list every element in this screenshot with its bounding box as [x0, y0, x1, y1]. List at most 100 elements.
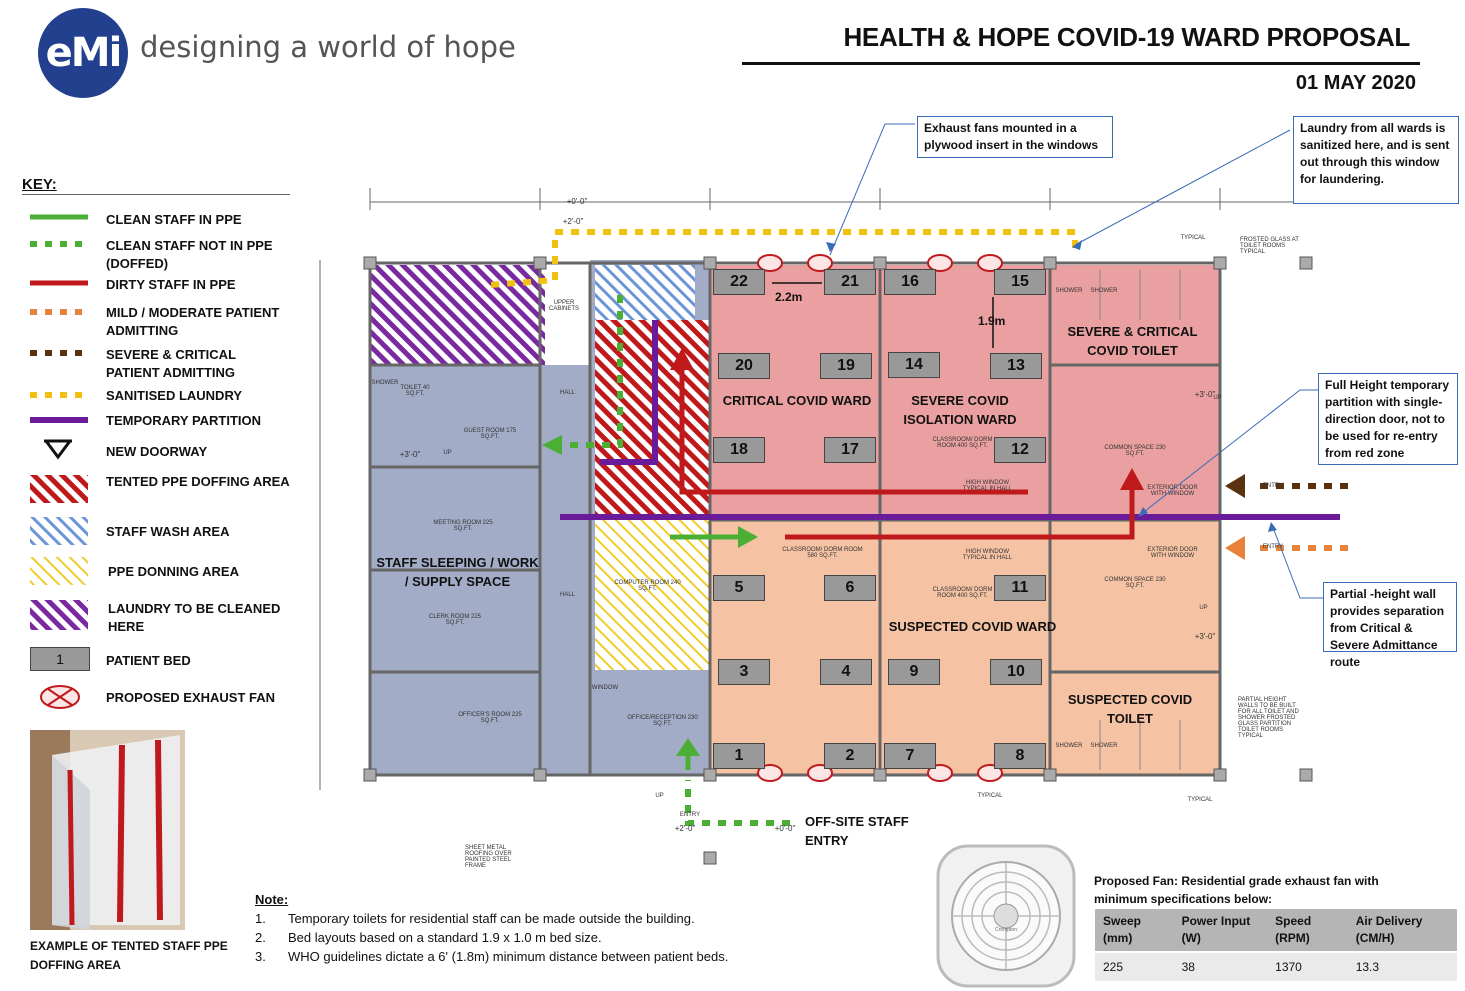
severe-toilet-label: SEVERE & CRITICAL COVID TOILET	[1067, 324, 1198, 358]
blue-hatch-icon	[30, 517, 88, 545]
patient-bed-1: 1	[713, 743, 765, 769]
classroom-label-3: CLASSROOM/ DORM ROOM 580 SQ.FT.	[782, 547, 863, 559]
entry-label: ENTRY	[679, 812, 701, 818]
typical-label: TYPICAL	[1180, 235, 1206, 241]
toilet-label: TOILET 40 SQ.FT.	[400, 385, 430, 397]
patient-bed-16: 16	[884, 269, 936, 295]
patient-bed-10: 10	[990, 659, 1042, 685]
shower-label-2: SHOWER	[1055, 288, 1083, 294]
tagline: designing a world of hope	[140, 30, 516, 64]
fan-spec-intro: Proposed Fan: Residential grade exhaust …	[1094, 874, 1379, 906]
patient-bed-6: 6	[824, 575, 876, 601]
patient-bed-3: 3	[718, 659, 770, 685]
patient-bed-5: 5	[713, 575, 765, 601]
level-label-zero: +0'-0"	[774, 824, 796, 833]
note-item: 2.Bed layouts based on a standard 1.9 x …	[255, 930, 602, 945]
doorway-icon	[44, 439, 72, 460]
level-label-right: +3'-0"	[1194, 390, 1216, 399]
bed-gap-dimension: 2.2m	[775, 290, 803, 304]
full-partition-callout: Full Height temporary partition with sin…	[1318, 373, 1458, 465]
typical-label-2: TYPICAL	[1187, 797, 1213, 803]
patient-bed-17: 17	[824, 437, 876, 463]
hall-label-2: HALL	[559, 592, 575, 598]
note-item: 1.Temporary toilets for residential staf…	[255, 911, 695, 926]
key-item-bed: 1 PATIENT BED	[22, 647, 302, 683]
purple-hatch-icon	[30, 600, 88, 630]
key-item-clean-ppe: CLEAN STAFF IN PPE	[30, 212, 242, 227]
fan-spec-table: Sweep (mm) Power Input (W) Speed (RPM) A…	[1095, 909, 1457, 981]
key-item-donning: PPE DONNING AREA	[22, 557, 302, 599]
key-item-mild-patient: MILD / MODERATE PATIENT ADMITTING	[30, 305, 280, 338]
key-item-laundry-area: LAUNDRY TO BE CLEANED HERE	[22, 600, 302, 636]
patient-bed-4: 4	[820, 659, 872, 685]
key-title: KEY:	[22, 176, 57, 193]
suspected-ward-label: SUSPECTED COVID WARD	[888, 619, 1057, 634]
exhaust-fan-photo: Crompton	[936, 844, 1076, 988]
office-room-label: OFFICE/RECEPTION 230 SQ.FT.	[627, 715, 698, 727]
frosted-label: FROSTED GLASS AT TOILET ROOMS TYPICAL	[1240, 237, 1299, 255]
key-item-doorway: NEW DOORWAY	[22, 439, 302, 479]
floor-plan	[319, 188, 1360, 865]
patient-bed-18: 18	[713, 437, 765, 463]
key-item-clean-no-ppe: CLEAN STAFF NOT IN PPE (DOFFED)	[30, 238, 273, 271]
bed-icon: 1	[30, 647, 90, 671]
spec-header-air: Air Delivery (CM/H)	[1347, 909, 1457, 952]
up-label-3: UP	[1199, 605, 1208, 611]
key-item-doffing: TENTED PPE DOFFING AREA	[22, 473, 302, 509]
patient-bed-12: 12	[994, 437, 1046, 463]
spec-value-sweep: 225	[1095, 951, 1174, 981]
patient-bed-2: 2	[824, 743, 876, 769]
shower-label: SHOWER	[371, 380, 399, 386]
partial-wall-callout: Partial -height wall provides separation…	[1323, 582, 1457, 669]
patient-bed-9: 9	[888, 659, 940, 685]
key-item-dirty-ppe: DIRTY STAFF IN PPE	[30, 277, 236, 292]
classroom-label: CLASSROOM/ DORM ROOM 400 SQ.FT.	[932, 437, 993, 449]
patient-bed-11: 11	[994, 575, 1046, 601]
key-rule	[22, 194, 290, 195]
classroom-label-2: CLASSROOM/ DORM ROOM 400 SQ.FT.	[932, 587, 993, 599]
up-label-4: UP	[443, 450, 452, 456]
photo-caption: EXAMPLE OF TENTED STAFF PPE DOFFING AREA	[30, 939, 228, 972]
staff-space-label: STAFF SLEEPING / WORK / SUPPLY SPACE	[376, 555, 539, 589]
patient-bed-13: 13	[990, 353, 1042, 379]
level-label-top: +2'-0"	[562, 217, 584, 226]
spec-value-air: 13.3	[1347, 951, 1457, 981]
aisle-dimension: 1.9m	[978, 314, 1006, 328]
laundry-callout: Laundry from all wards is sanitized here…	[1293, 116, 1459, 204]
officers-room-label: OFFICER'S ROOM 225 SQ.FT.	[458, 712, 522, 724]
exterior-door-label-2: EXTERIOR DOOR WITH WINDOW	[1147, 547, 1198, 559]
key-item-partition: TEMPORARY PARTITION	[30, 413, 262, 428]
common-space-label: COMMON SPACE 230 SQ.FT.	[1104, 445, 1166, 457]
document-date: 01 MAY 2020	[1295, 72, 1416, 94]
entry-right-label-2: ENTRY	[1262, 544, 1284, 550]
shower-label-4: SHOWER	[1055, 743, 1083, 749]
patient-bed-22: 22	[713, 269, 765, 295]
up-label: UP	[655, 793, 664, 799]
patient-bed-15: 15	[994, 269, 1046, 295]
red-hatch-icon	[30, 475, 88, 503]
title-rule	[742, 62, 1420, 65]
up-label-2: UP	[1213, 395, 1222, 401]
tent-photo	[30, 730, 185, 930]
level-label-entry: +2'-0"	[674, 824, 696, 833]
spec-header-sweep: Sweep (mm)	[1095, 909, 1174, 952]
shower-label-5: SHOWER	[1090, 743, 1118, 749]
window-label: WINDOW	[591, 685, 619, 691]
patient-bed-8: 8	[994, 743, 1046, 769]
notes-heading: Note:	[255, 892, 289, 907]
note-item: 3.WHO guidelines dictate a 6' (1.8m) min…	[255, 949, 729, 964]
key-item-laundry: SANITISED LAUNDRY	[30, 388, 243, 403]
guest-room-label: GUEST ROOM 175 SQ.FT.	[463, 428, 517, 440]
patient-bed-19: 19	[820, 353, 872, 379]
spec-header-power: Power Input (W)	[1173, 909, 1268, 952]
suspected-toilet-label: SUSPECTED COVID TOILET	[1067, 692, 1193, 726]
upper-cabinets-label: UPPER CABINETS	[548, 300, 579, 312]
offsite-entry-label: OFF-SITE STAFF ENTRY	[805, 814, 909, 848]
key-item-wash: STAFF WASH AREA	[22, 517, 302, 559]
sheet-metal-label: SHEET METAL ROOFING OVER PAINTED STEEL F…	[465, 845, 512, 869]
level-label-zero-2: +0'-0"	[566, 197, 588, 206]
patient-bed-20: 20	[718, 353, 770, 379]
key-item-severe-patient: SEVERE & CRITICAL PATIENT ADMITTING	[30, 347, 236, 380]
meeting-room-label: MEETING ROOM 225 SQ.FT.	[433, 520, 493, 532]
fan-icon	[40, 685, 80, 709]
